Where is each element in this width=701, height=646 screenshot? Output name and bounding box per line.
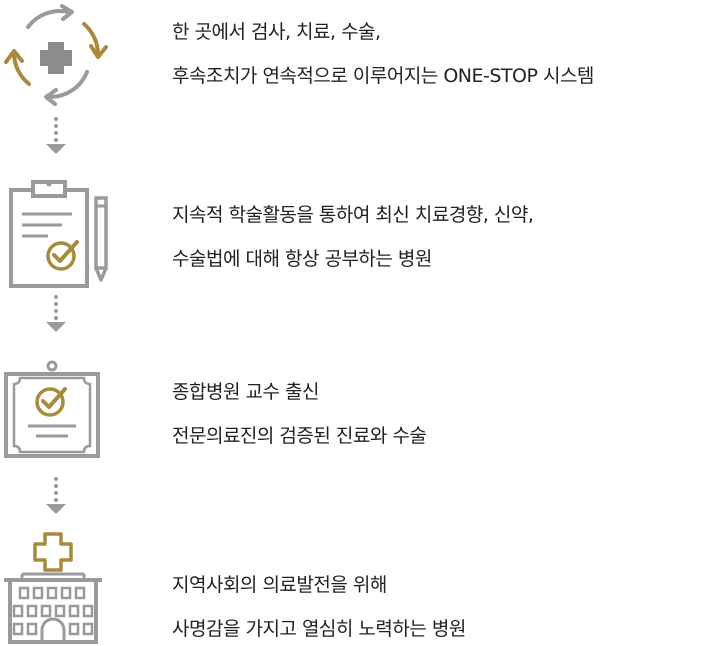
step-2-text: 지속적 학술활동을 통하여 최신 치료경향, 신약, 수술법에 대해 항상 공부… <box>172 204 534 270</box>
step-2-line-1: 지속적 학술활동을 통하여 최신 치료경향, 신약, <box>172 204 534 226</box>
step-2-line-2: 수술법에 대해 항상 공부하는 병원 <box>172 248 432 270</box>
step-1-line-1: 한 곳에서 검사, 치료, 수술, <box>172 21 381 43</box>
step-1-text: 한 곳에서 검사, 치료, 수술, 후속조치가 연속적으로 이루어지는 ONE-… <box>172 22 594 86</box>
step-4-line-2: 사명감을 가지고 열심히 노력하는 병원 <box>172 618 466 640</box>
hospital-building-icon <box>4 532 102 644</box>
step-3-line-2: 전문의료진의 검증된 진료와 수술 <box>172 425 427 447</box>
certificate-frame-check-icon <box>4 360 100 458</box>
step-1-line-2: 후속조치가 연속적으로 이루어지는 ONE-STOP 시스템 <box>172 65 594 87</box>
step-3-line-1: 종합병원 교수 출신 <box>172 381 319 403</box>
circular-arrows-cross-icon <box>4 4 108 106</box>
step-3-text: 종합병원 교수 출신 전문의료진의 검증된 진료와 수술 <box>172 381 427 447</box>
step-4-line-1: 지역사회의 의료발전을 위해 <box>172 574 387 596</box>
clipboard-check-pencil-icon <box>9 180 108 288</box>
down-arrow-icon <box>46 477 66 514</box>
down-arrow-icon <box>46 117 66 154</box>
step-4-text: 지역사회의 의료발전을 위해 사명감을 가지고 열심히 노력하는 병원 <box>172 575 466 639</box>
down-arrow-icon <box>46 295 66 332</box>
